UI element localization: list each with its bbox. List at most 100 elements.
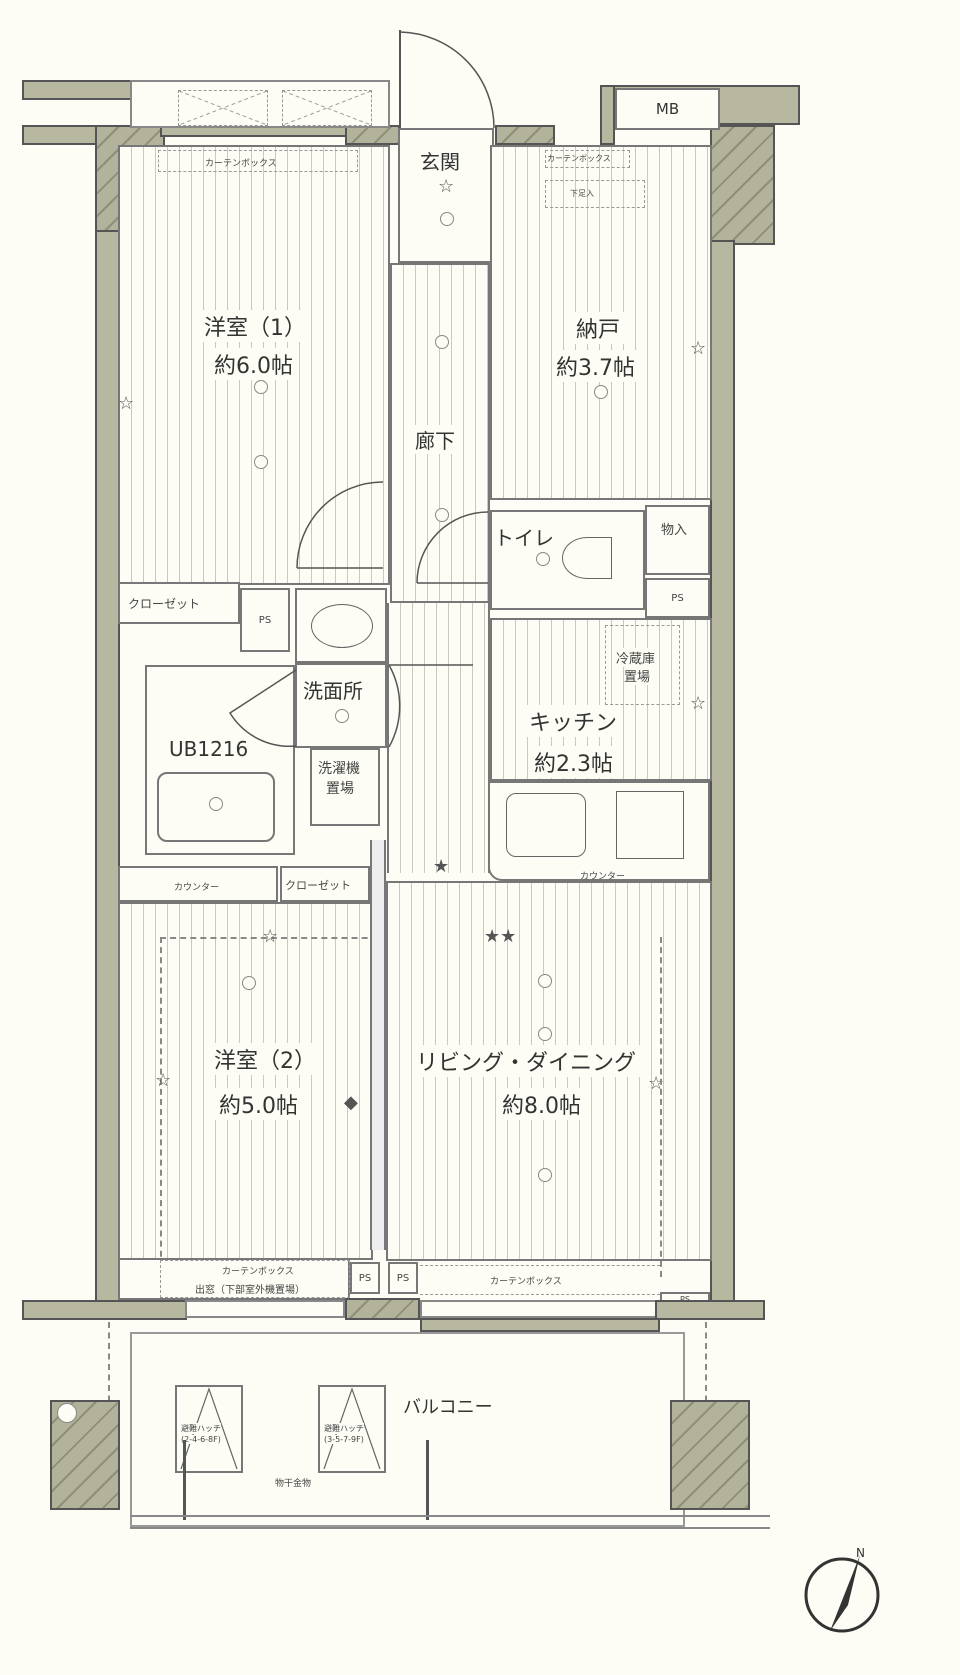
living-light-icon-1	[538, 974, 552, 988]
hatch-2-label-line1: 避難ハッチ	[324, 1423, 364, 1434]
western-room-1-name: 洋室（1）	[200, 310, 310, 342]
toilet-light-icon	[536, 552, 550, 566]
window-1[interactable]	[185, 1300, 345, 1318]
washer-label-line2: 置場	[326, 781, 354, 797]
right-exterior-wall	[710, 240, 735, 1310]
closet-1-label: クローゼット	[128, 597, 201, 611]
double-star-icon: ★★	[484, 926, 517, 947]
entrance-door[interactable]	[398, 30, 498, 130]
fridge-label-line2: 置場	[624, 666, 651, 685]
western-room-1-door[interactable]	[295, 480, 385, 570]
western-room-2-area: 約5.0帖	[215, 1088, 302, 1120]
storage-room-name: 納戸	[572, 312, 625, 344]
right-upper-pillar	[710, 125, 775, 245]
top-wall-entrance-right	[495, 125, 555, 145]
washroom-door[interactable]	[387, 663, 477, 748]
washroom-label: 洗面所	[303, 679, 363, 703]
vanity-area[interactable]	[295, 588, 387, 663]
living-outlet-icon-1	[538, 1027, 552, 1041]
curtain-rail-left	[160, 937, 162, 1277]
ac-outlet-icon: ☆	[118, 393, 135, 414]
outdoor-unit-space-1	[178, 90, 268, 126]
bathroom-label: UB1216	[169, 737, 249, 761]
bathroom-door[interactable]	[228, 668, 298, 748]
top-wall-left-ledge	[22, 125, 102, 145]
stove-icon	[616, 791, 684, 859]
curtain-box-top-right-label: カーテンボックス	[547, 154, 611, 163]
entrance-label: 玄関	[420, 150, 460, 174]
hallway-lower[interactable]	[387, 603, 490, 873]
western-2-outlet-icon	[242, 976, 256, 990]
hallway-light-icon-2	[435, 508, 449, 522]
washer-label-line1: 洗濯機	[318, 761, 360, 777]
outdoor-unit-space-2	[282, 90, 372, 126]
small-shoe-box-label: 下足入	[570, 189, 594, 198]
closet-2-label: クローゼット	[285, 879, 351, 892]
closet-2[interactable]: クローゼット	[280, 866, 370, 902]
mb-label: MB	[655, 100, 680, 118]
bathroom[interactable]: UB1216	[145, 665, 295, 855]
top-wall-entrance-left	[345, 125, 400, 145]
ac-outlet-icon-2: ☆	[690, 338, 707, 359]
bay-window-note: 出窓（下部室外機置場）	[195, 1285, 305, 1296]
entrance-star-icon: ☆	[438, 176, 455, 197]
closet-1[interactable]: クローゼット	[118, 582, 240, 624]
dark-star-icon: ★	[433, 856, 450, 877]
sliding-partition[interactable]	[370, 840, 386, 1250]
curtain-box-bottom-left-label: カーテンボックス	[222, 1267, 294, 1277]
kitchen-counter[interactable]: カウンター	[488, 781, 710, 882]
bath-drain-icon	[209, 797, 223, 811]
left-exterior-wall	[95, 230, 120, 1310]
evacuation-hatch-2[interactable]: 避難ハッチ (3-5-7-9F)	[318, 1385, 386, 1473]
curtain-box-bottom-right	[420, 1265, 660, 1295]
living-dining-name: リビング・ダイニング	[412, 1045, 641, 1077]
top-left-outer-box	[130, 80, 390, 128]
shoe-box-dashed	[545, 180, 645, 208]
washroom[interactable]: 洗面所	[295, 663, 387, 748]
hatch-2-label-line2: (3-5-7-9F)	[324, 1435, 364, 1444]
hatch-1-label-line1: 避難ハッチ	[181, 1423, 221, 1434]
toilet-room[interactable]: トイレ	[490, 510, 645, 610]
kitchen-area: 約2.3帖	[530, 746, 617, 778]
balcony-right-rail	[705, 1322, 707, 1412]
bottom-wall-left	[22, 1300, 187, 1320]
curtain-box-top-left	[158, 150, 358, 172]
storage-closet[interactable]: 物入	[645, 505, 710, 575]
drying-hardware-label: 物干金物	[275, 1479, 312, 1489]
washer-space[interactable]: 洗濯機 置場	[310, 748, 380, 826]
drying-pole-right	[426, 1440, 429, 1520]
window-2-sill	[420, 1318, 660, 1332]
ps-box-3: PS	[350, 1262, 380, 1294]
counter-1-label: カウンター	[174, 883, 220, 893]
window-2[interactable]	[420, 1300, 660, 1318]
mb-box: MB	[615, 88, 720, 130]
counter-2-label: カウンター	[580, 872, 626, 882]
toilet-label: トイレ	[494, 526, 554, 550]
svg-text:N: N	[856, 1546, 865, 1560]
bathtub-icon	[157, 772, 275, 842]
bay-window[interactable]	[118, 1258, 350, 1300]
outlet-icon	[254, 455, 268, 469]
balcony-left-rail	[108, 1322, 110, 1412]
toilet-door[interactable]	[415, 510, 490, 585]
evacuation-hatch-1[interactable]: 避難ハッチ (2-4-6-8F)	[175, 1385, 243, 1473]
kitchen-name: キッチン	[525, 705, 622, 737]
toilet-bowl-icon	[562, 537, 612, 579]
storage-light-icon	[594, 385, 608, 399]
western-room-1-area: 約6.0帖	[210, 348, 297, 380]
western-room-2-name: 洋室（2）	[210, 1043, 320, 1075]
bottom-wall-right	[655, 1300, 765, 1320]
curtain-box-top-right	[545, 150, 630, 168]
balcony-right-pillar	[670, 1400, 750, 1510]
storage-room-area: 約3.7帖	[552, 350, 639, 382]
bottom-wall-mid	[345, 1298, 420, 1320]
balcony-drain-icon	[57, 1403, 77, 1423]
top-wall-left	[22, 80, 132, 100]
living-dining-area: 約8.0帖	[498, 1088, 585, 1120]
fridge-label-line1: 冷蔵庫	[616, 648, 656, 667]
storage-closet-label: 物入	[661, 523, 688, 538]
counter-1[interactable]: カウンター	[118, 866, 278, 902]
washbasin-icon	[311, 604, 373, 648]
balcony-label: バルコニー	[403, 1397, 493, 1418]
entrance-area[interactable]: 玄関 ☆	[398, 128, 494, 263]
